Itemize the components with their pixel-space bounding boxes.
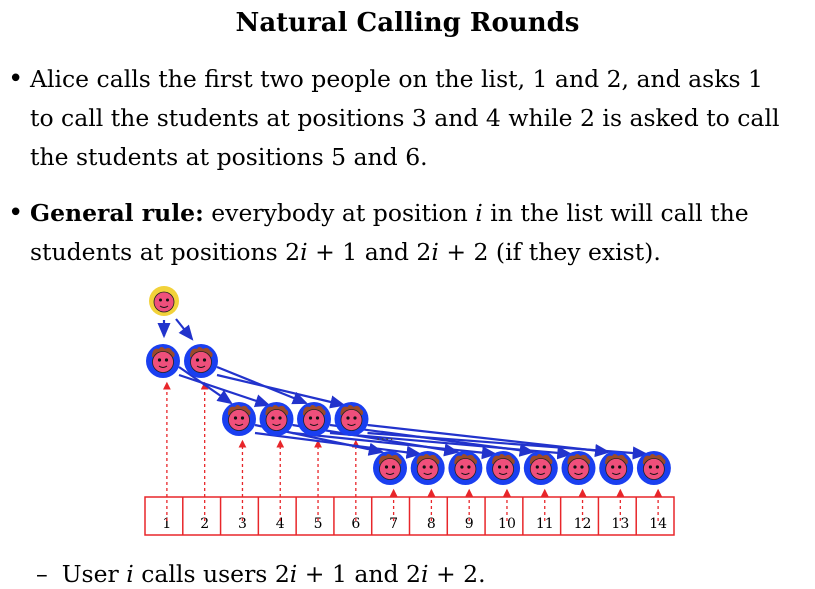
bullet-general-rule: • General rule: everybody at position i … [8, 194, 808, 272]
blue-arrow-alice-2 [175, 318, 194, 341]
bullet-dot: • [8, 198, 24, 228]
ellipsis-dots: .... [376, 428, 394, 444]
bullet-alice-calls: • Alice calls the first two people on th… [8, 60, 808, 177]
blue-arrow-1-4 [178, 373, 271, 408]
student-face-icon-11 [523, 450, 559, 486]
general-rule-label: General rule: [30, 199, 204, 227]
list-cell-6: 6 [351, 516, 360, 532]
rule-text: in the list will call the [482, 199, 749, 227]
student-face-icon-10 [485, 450, 521, 486]
blue-arrow-5-12 [329, 431, 573, 460]
rule-text: students at positions 2 [30, 238, 301, 266]
student-face-icon-8 [410, 450, 446, 486]
bullet1-line1: Alice calls the first two people on the … [30, 65, 763, 93]
list-cell-2: 2 [200, 516, 209, 532]
sub-text: User [61, 560, 127, 588]
list-cell-11: 11 [536, 516, 554, 532]
list-cell-13: 13 [611, 516, 629, 532]
student-faces [145, 343, 672, 486]
student-face-icon-9 [447, 450, 483, 486]
slide-title: Natural Calling Rounds [235, 8, 580, 38]
student-face-icon-7 [372, 450, 408, 486]
list-cell-4: 4 [276, 516, 285, 532]
student-face-icon-3 [221, 401, 257, 437]
list-cell-1: 1 [162, 516, 171, 532]
sub-text: + 1 and 2 [297, 560, 421, 588]
student-face-icon-6 [334, 401, 369, 437]
student-face-icon-2 [183, 343, 219, 379]
rule-text: everybody at position [203, 199, 476, 227]
blue-arrow-1-3 [178, 366, 233, 405]
var-i: i [300, 238, 308, 266]
student-face-icon-1 [145, 343, 181, 379]
list-cell-9: 9 [465, 516, 474, 532]
red-dashed-arrows [162, 381, 663, 521]
list-cell-5: 5 [314, 516, 323, 532]
sub-text: calls users 2 [133, 560, 290, 588]
var-i: i [431, 238, 439, 266]
list-cell-7: 7 [389, 516, 398, 532]
blue-arrow-2-6 [216, 373, 346, 409]
alice-face-icon [148, 285, 180, 317]
bullet1-line2: to call the students at positions 3 and … [30, 104, 780, 132]
var-i: i [289, 560, 298, 588]
blue-arrow-6-14 [367, 431, 649, 460]
var-i: i [475, 199, 483, 227]
var-i: i [421, 560, 429, 588]
sub-dash: – [36, 560, 48, 588]
bullet-dot: • [8, 64, 24, 94]
blue-arrow-4-10 [292, 431, 498, 460]
sub-bullet-rule: –User i calls users 2i + 1 and 2i + 2. [36, 560, 486, 588]
var-i: i [126, 560, 134, 588]
list-cell-10: 10 [498, 516, 516, 532]
bullet1-line3: the students at positions 5 and 6. [30, 143, 428, 171]
student-face-icon-4 [259, 401, 294, 437]
list-cell-3: 3 [238, 516, 247, 532]
student-face-icon-13 [598, 450, 634, 486]
rule-text: + 2 (if they exist). [438, 238, 661, 266]
student-face-icon-5 [296, 401, 332, 437]
student-face-icon-12 [561, 450, 596, 486]
sub-text: + 2. [428, 560, 486, 588]
list-cell-12: 12 [574, 516, 592, 532]
rule-text: + 1 and 2 [307, 238, 432, 266]
list-cell-14: 14 [649, 516, 667, 532]
student-face-icon-14 [636, 450, 672, 486]
list-cell-8: 8 [427, 516, 436, 532]
blue-arrow-3-8 [254, 431, 422, 459]
